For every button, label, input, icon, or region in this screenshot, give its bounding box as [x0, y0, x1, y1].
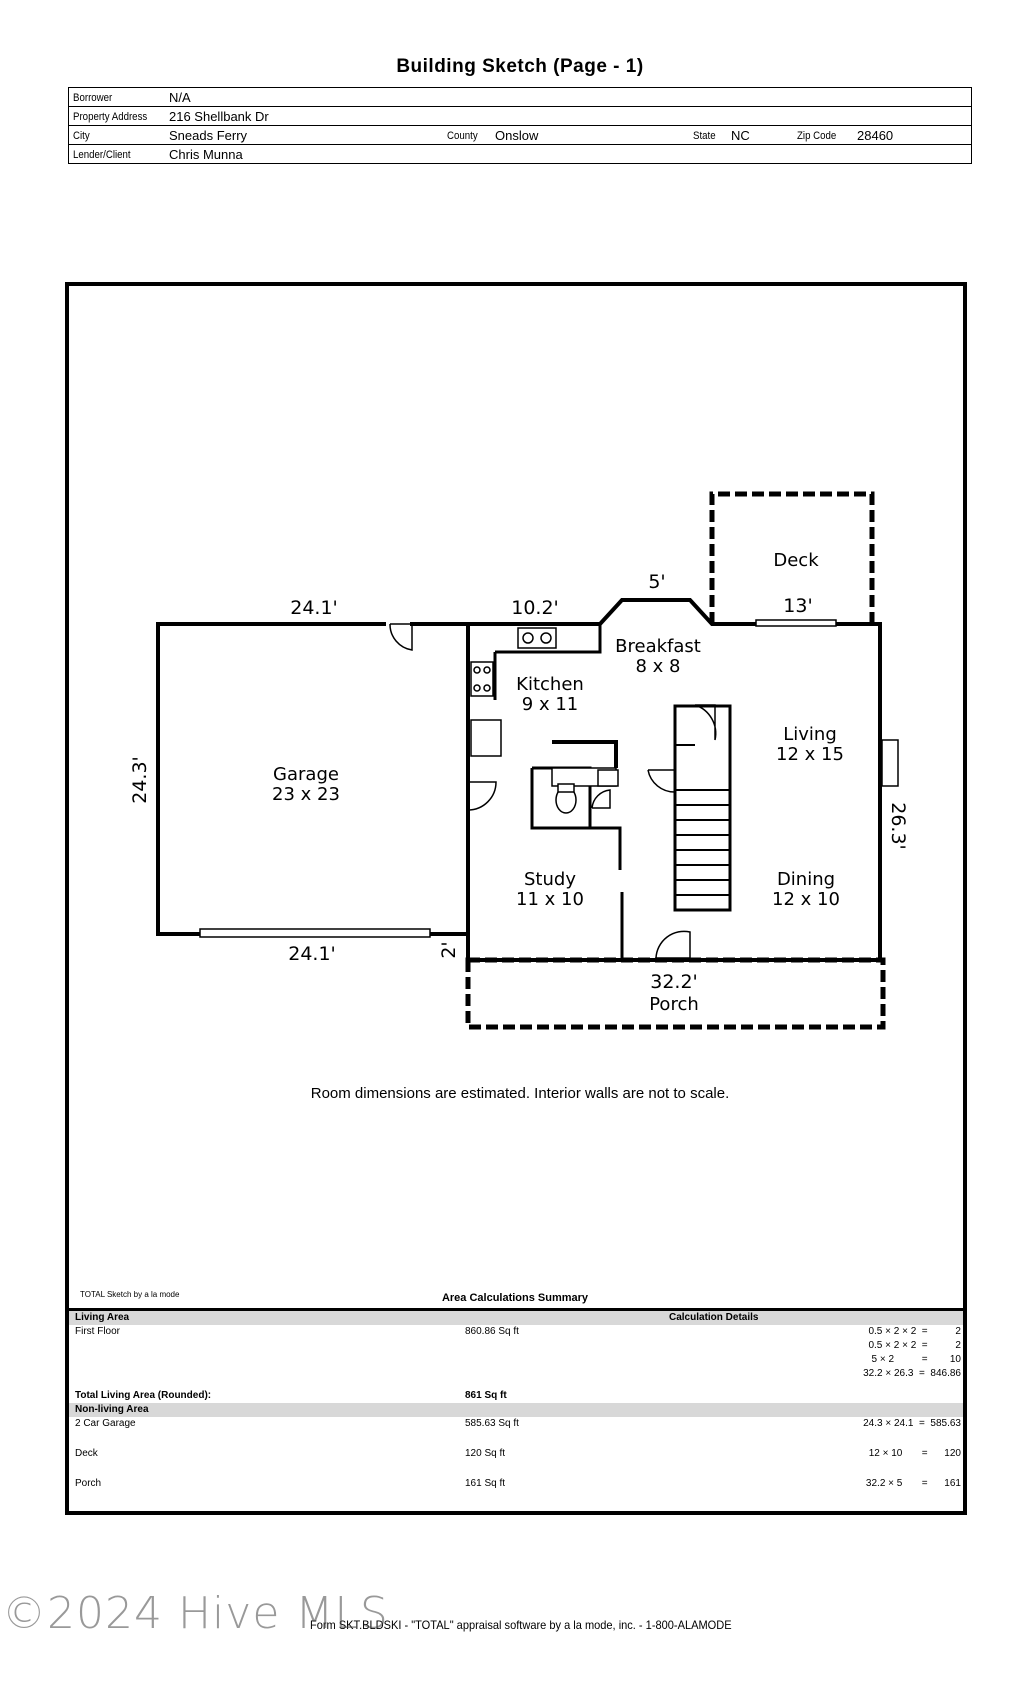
- calc-row: 0.5 × 2 × 2 = 2: [69, 1339, 963, 1353]
- garage-door: [199, 928, 431, 938]
- stair-treads: [675, 744, 730, 896]
- item-name: Deck: [75, 1448, 98, 1459]
- room-breakfast-name: Breakfast: [615, 636, 701, 657]
- total-living-value: 861 Sq ft: [465, 1390, 507, 1401]
- first-floor-row: First Floor 860.86 Sq ft 0.5 × 2 × 2 = 2: [69, 1325, 963, 1339]
- nonliving-row: 2 Car Garage 585.63 Sq ft 24.3 × 24.1 = …: [69, 1417, 963, 1447]
- watermark: ©2024 Hive MLS: [2, 1588, 389, 1639]
- borrower-row: Borrower N/A: [68, 87, 972, 107]
- room-kitchen-name: Kitchen: [516, 674, 584, 695]
- room-kitchen-size: 9 x 11: [522, 694, 578, 715]
- item-calc: 32.2 × 5 = 161: [865, 1478, 961, 1489]
- sketch-frame: [65, 282, 967, 1515]
- nonliving-row: Porch 161 Sq ft 32.2 × 5 = 161: [69, 1477, 963, 1497]
- first-floor-area: 860.86 Sq ft: [465, 1326, 519, 1337]
- first-floor-label: First Floor: [75, 1326, 120, 1337]
- sliding-door: [755, 619, 837, 627]
- porch-outline: [465, 957, 886, 1030]
- item-calc: 12 × 10 = 120: [868, 1448, 961, 1459]
- room-study-name: Study: [524, 869, 576, 890]
- room-dining-name: Dining: [777, 869, 835, 890]
- nonliving-band: Non-living Area: [69, 1403, 963, 1417]
- summary-title: Area Calculations Summary: [441, 1292, 589, 1304]
- room-breakfast-size: 8 x 8: [636, 656, 681, 677]
- nonliving-header: Non-living Area: [75, 1404, 149, 1415]
- calc-line: 32.2 × 26.3 = 846.86: [863, 1368, 961, 1379]
- dim-garage-top: 24.1': [290, 597, 338, 619]
- room-porch-name: Porch: [649, 994, 699, 1015]
- item-name: Porch: [75, 1478, 102, 1489]
- page-title: Building Sketch (Page - 1): [396, 56, 644, 77]
- address-value: 216 Shellbank Dr: [169, 108, 269, 124]
- zip-label: Zip Code: [797, 130, 837, 142]
- room-dining-size: 12 x 10: [772, 889, 840, 910]
- total-living-label: Total Living Area (Rounded):: [75, 1390, 212, 1401]
- county-value: Onslow: [495, 127, 539, 143]
- address-label: Property Address: [73, 111, 148, 123]
- state-label: State: [693, 130, 716, 142]
- room-garage-size: 23 x 23: [272, 784, 340, 805]
- nonliving-row: Deck 120 Sq ft 12 × 10 = 120: [69, 1447, 963, 1477]
- room-living-name: Living: [783, 724, 837, 745]
- bath-sink: [597, 769, 619, 787]
- dim-offset: 2': [438, 941, 460, 958]
- city-value: Sneads Ferry: [169, 127, 248, 143]
- room-garage-name: Garage: [273, 764, 339, 785]
- calc-line: 0.5 × 2 × 2 = 2: [868, 1326, 961, 1337]
- dim-bay: 5': [648, 571, 665, 593]
- living-area-band: Living Area Calculation Details: [69, 1311, 963, 1325]
- form-footer: Form SKT.BLDSKI - "TOTAL" appraisal soft…: [310, 1618, 732, 1632]
- city-label: City: [73, 130, 90, 142]
- fireplace: [881, 739, 899, 787]
- lender-value: Chris Munna: [169, 146, 243, 162]
- item-area: 120 Sq ft: [465, 1448, 506, 1459]
- calc-line: 0.5 × 2 × 2 = 2: [868, 1340, 961, 1351]
- spacer: [69, 1381, 963, 1389]
- item-area: 161 Sq ft: [465, 1478, 506, 1489]
- dim-garage-bottom: 24.1': [288, 943, 336, 965]
- area-summary: Living Area Calculation Details First Fl…: [69, 1308, 963, 1497]
- lender-label: Lender/Client: [73, 149, 131, 161]
- living-area-header: Living Area: [75, 1312, 130, 1323]
- item-name: 2 Car Garage: [75, 1418, 136, 1429]
- room-living-size: 12 x 15: [776, 744, 844, 765]
- scale-note: Room dimensions are estimated. Interior …: [310, 1085, 730, 1102]
- item-calc: 24.3 × 24.1 = 585.63: [863, 1418, 961, 1429]
- calc-row: 32.2 × 26.3 = 846.86: [69, 1367, 963, 1381]
- address-row: Property Address 216 Shellbank Dr: [68, 106, 972, 126]
- property-info-table: Borrower N/A Property Address 216 Shellb…: [68, 87, 972, 164]
- dim-garage-left: 24.3': [129, 756, 151, 804]
- room-deck-name: Deck: [773, 550, 819, 571]
- range: [470, 661, 494, 697]
- dim-porch: 32.2': [650, 971, 698, 993]
- deck-outline: [709, 491, 875, 624]
- item-area: 585.63 Sq ft: [465, 1418, 519, 1429]
- sketch-credit: TOTAL Sketch by a la mode: [80, 1290, 180, 1299]
- calc-row: 5 × 2 = 10: [69, 1353, 963, 1367]
- fixtures: [470, 627, 899, 814]
- calc-details-header: Calculation Details: [669, 1312, 759, 1323]
- lender-row: Lender/Client Chris Munna: [69, 145, 972, 164]
- total-living-row: Total Living Area (Rounded): 861 Sq ft: [69, 1389, 963, 1403]
- dim-kitchen-top: 10.2': [511, 597, 559, 619]
- room-study-size: 11 x 10: [516, 889, 584, 910]
- calc-line: 5 × 2 = 10: [871, 1354, 962, 1365]
- door-swings: [389, 623, 717, 959]
- refrigerator: [470, 719, 502, 757]
- dim-deck: 13': [783, 595, 812, 617]
- city-row: City Sneads Ferry County Onslow State NC…: [68, 125, 972, 145]
- dim-right: 26.3': [887, 802, 909, 850]
- borrower-value: N/A: [169, 89, 191, 105]
- county-label: County: [447, 130, 478, 142]
- zip-value: 28460: [857, 127, 894, 143]
- state-value: NC: [731, 127, 750, 143]
- borrower-label: Borrower: [73, 92, 113, 104]
